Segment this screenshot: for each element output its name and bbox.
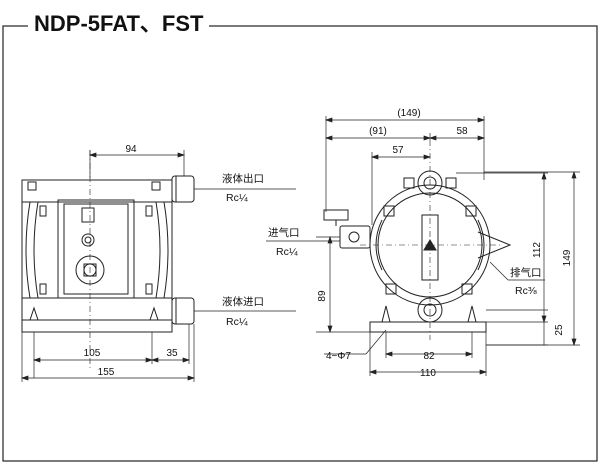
dim-105: 105 <box>84 348 101 359</box>
outlet-port <box>171 175 195 203</box>
drawing-title: NDP-5FAT、FST <box>28 10 210 38</box>
air-inlet-thread: Rc¼ <box>276 246 298 258</box>
outlet-label: 液体出口 <box>222 172 264 185</box>
side-view-dimensions <box>266 116 580 376</box>
air-outlet-thread: Rc⅜ <box>515 285 537 297</box>
dim-57: 57 <box>392 145 404 156</box>
inlet-label: 液体进口 <box>222 295 264 308</box>
dim-91: (91) <box>369 126 387 137</box>
dim-35: 35 <box>166 348 178 359</box>
dim-82: 82 <box>423 351 435 362</box>
front-view-texts: 94 液体出口 Rc¼ 液体进口 Rc¼ 105 35 155 <box>84 144 264 378</box>
side-base-plate <box>369 321 487 333</box>
dim-155: 155 <box>98 367 115 378</box>
dim-110: 110 <box>420 368 436 379</box>
inlet-port <box>171 297 195 325</box>
outlet-thread: Rc¼ <box>226 192 248 204</box>
dim-58: 58 <box>456 126 468 137</box>
air-outlet-label: 排气口 <box>510 266 542 279</box>
front-view-dimensions <box>20 150 296 382</box>
center-block <box>57 199 135 299</box>
side-view <box>323 140 512 340</box>
dim-112: 112 <box>532 242 543 258</box>
dim-89: 89 <box>317 290 328 302</box>
dim-25: 25 <box>554 324 565 336</box>
pump-body <box>21 179 173 321</box>
air-inlet-label: 进气口 <box>268 226 300 239</box>
top-manifold <box>21 179 173 203</box>
bottom-manifold <box>21 297 173 321</box>
base-plate <box>21 319 173 333</box>
holes-label: 4−Φ7 <box>326 351 351 362</box>
inlet-thread: Rc¼ <box>226 316 248 328</box>
dim-149-right: 149 <box>562 249 573 266</box>
front-view <box>21 150 195 368</box>
dim-94: 94 <box>125 144 137 155</box>
dim-149-top: (149) <box>397 108 420 119</box>
side-view-texts: (149) (91) 58 57 89 112 149 25 82 110 4−… <box>268 108 573 379</box>
